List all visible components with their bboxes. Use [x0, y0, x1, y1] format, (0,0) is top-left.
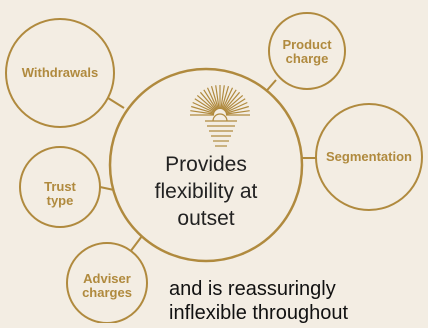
sunrise-ray [203, 89, 218, 111]
label-adviser-charges-line1: Adviser [83, 271, 131, 286]
sunrise-ray [210, 86, 219, 110]
label-segmentation: Segmentation [326, 149, 412, 164]
sunrise-ray [224, 94, 244, 112]
caption-line1: and is reassuringly [169, 278, 336, 300]
sunrise-icon [190, 85, 250, 147]
center-label-line3: outset [177, 207, 235, 230]
sunrise-ray [221, 86, 230, 110]
sunrise-ray [220, 85, 225, 110]
sunrise-ray [196, 94, 216, 112]
sunrise-ray [225, 105, 249, 114]
node-product-charge [268, 12, 346, 90]
sunrise-ray [224, 98, 246, 113]
label-product-charge-line1: Product [282, 37, 332, 52]
sunrise-ray [225, 110, 250, 115]
sunrise-ray [191, 105, 215, 114]
label-product-charge-line2: charge [285, 51, 329, 66]
caption: and is reassuringly inflexible throughou… [169, 277, 348, 325]
sunrise-ray [223, 91, 241, 111]
sunrise-ray [221, 87, 234, 110]
label-trust-type-line1: Trust [44, 179, 76, 194]
sunrise-ray [199, 91, 217, 111]
label-adviser-charges-line2: charges [82, 285, 132, 300]
node-segmentation [315, 103, 423, 211]
sunrise-ray [215, 85, 220, 110]
node-center [108, 67, 304, 263]
connector-withdrawals [107, 97, 125, 109]
center-label-line1: Provides [165, 153, 247, 176]
label-trust-type: Trust type [20, 180, 100, 208]
connector-trust-type [99, 186, 115, 191]
connector-adviser-charges [129, 235, 143, 253]
sunrise-ray [192, 101, 215, 114]
center-label: Provides flexibility at outset [126, 151, 286, 232]
sunrise-ray [222, 89, 237, 111]
label-product-charge: Product charge [269, 38, 345, 66]
sunrise-sun [212, 113, 228, 122]
center-label-line2: flexibility at [154, 180, 258, 203]
label-adviser-charges: Adviser charges [67, 272, 147, 300]
sunrise-ray [225, 101, 248, 114]
label-trust-type-line2: type [46, 193, 74, 208]
node-withdrawals [5, 18, 115, 128]
sunrise-ray [190, 110, 215, 115]
sunrise-ray [194, 98, 216, 113]
label-withdrawals: Withdrawals [21, 65, 99, 80]
node-trust-type [19, 146, 101, 228]
sunrise-ray [206, 87, 219, 110]
caption-line2: inflexible throughout [169, 302, 349, 324]
